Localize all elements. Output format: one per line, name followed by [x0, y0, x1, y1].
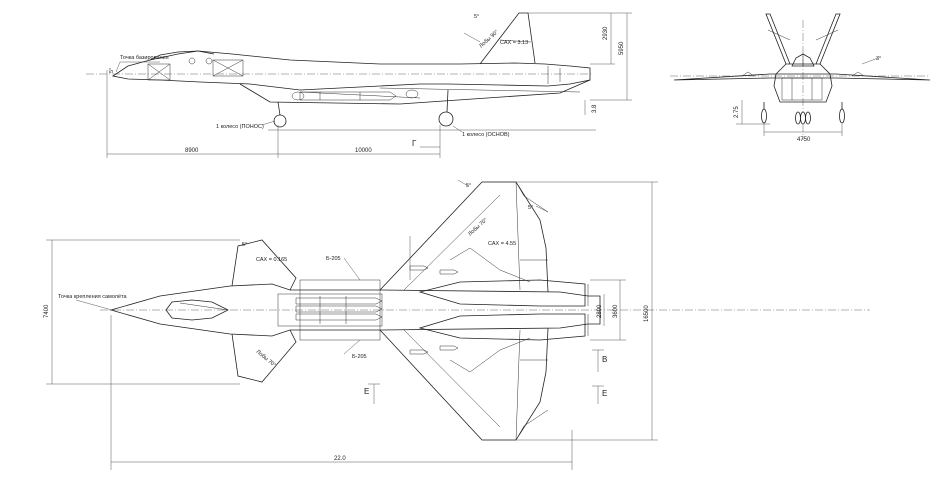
plan-canard-sweep-bottom: Лобы 70°	[255, 349, 277, 369]
plan-canard-top	[231, 239, 297, 291]
plan-wing-tip-angle-2: 5°	[528, 205, 533, 211]
front-view: 4750 2.75 3°	[670, 13, 931, 143]
side-wheel-front-label: 1 колесо (ПОНОС)	[216, 124, 264, 130]
side-canopy	[149, 50, 215, 61]
plan-view: Точка крепления самолёта 5° САХ = 0.165 …	[44, 179, 870, 470]
side-main-wheel	[438, 111, 454, 127]
side-dim-height-total: 5950	[619, 41, 625, 55]
side-vertical-tail	[479, 12, 536, 65]
plan-wing-cax: САХ = 4.55	[488, 241, 516, 247]
plan-engine-bottom	[418, 313, 586, 341]
plan-canard-bottom	[231, 329, 297, 383]
plan-engine-top	[418, 279, 586, 307]
plan-section-e-right: Е	[602, 389, 607, 398]
side-fin-cax: САХ = 3.13	[500, 40, 528, 46]
plan-wing-top	[379, 181, 549, 293]
front-dihedral: 3°	[876, 56, 881, 62]
front-canopy	[791, 53, 815, 67]
front-fuselage	[773, 63, 833, 103]
plan-canard-cax: САХ = 0.165	[256, 257, 287, 263]
front-dim-gear-height: 2.75	[734, 106, 740, 118]
side-wheel-main-label: 1 колесо (ОСНОВ)	[462, 132, 510, 138]
side-nose-note: Точка базирования	[120, 55, 169, 61]
side-fin-sweep: Лобы 90°	[478, 29, 500, 49]
side-view: Точка базирования 5° Лобы 90° САХ = 3.13…	[86, 12, 632, 158]
side-fuselage-outline	[111, 50, 591, 91]
side-dim-gear: 3.8	[592, 104, 598, 113]
plan-dim-nozzle: 3600	[613, 304, 619, 318]
plan-wing-bottom	[379, 327, 549, 441]
side-dim-height-fin: 2930	[603, 26, 609, 40]
plan-dim-total: 22.0	[334, 456, 346, 462]
plan-wing-sweep: Лобы 70°	[467, 217, 489, 237]
plan-section-b: В	[602, 355, 607, 364]
plan-dim-canard-span: 7400	[44, 304, 50, 318]
plan-weapons-bay	[277, 293, 383, 327]
side-wing-underside	[239, 79, 591, 105]
plan-bay-label-bottom: Б-205	[352, 354, 367, 360]
plan-wing-tip-angle: 5°	[466, 183, 471, 189]
side-sweep-angle: 5°	[109, 68, 115, 73]
front-wing	[673, 73, 931, 81]
plan-bay-label-top: Б-205	[326, 256, 341, 262]
plan-fuselage	[109, 283, 601, 337]
plan-canard-angle: 5°	[242, 242, 247, 248]
plan-dim-span: 16500	[644, 305, 650, 322]
side-dim-rear: 10000	[355, 148, 372, 154]
plan-section-e-left: Е	[364, 387, 369, 396]
side-dim-front: 8900	[185, 148, 199, 154]
side-nose-wheel	[273, 114, 287, 128]
side-fin-angle: 5°	[474, 14, 479, 20]
plan-nose-note: Точка крепления самолёта	[58, 294, 127, 300]
front-dim-track: 4750	[797, 137, 811, 143]
plan-dim-engine: 2800	[597, 304, 603, 318]
side-section-mark: Г	[412, 139, 417, 148]
